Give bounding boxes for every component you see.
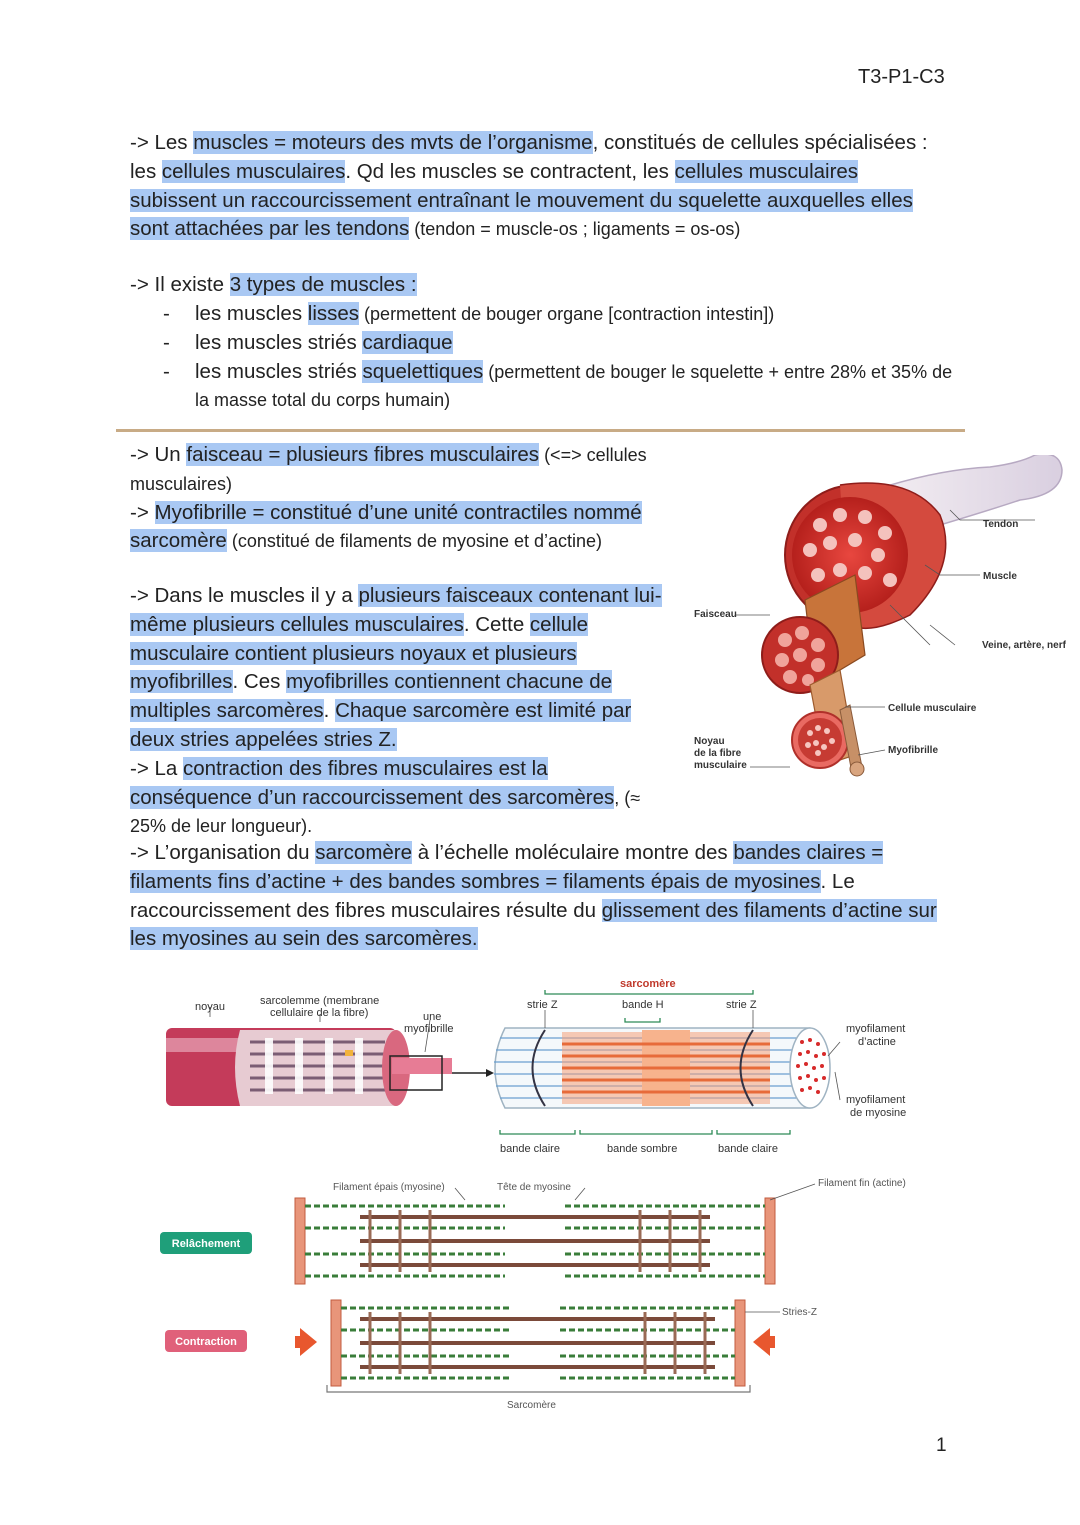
text: -> <box>130 500 155 524</box>
sliding-filament-figure: Relâchement Contraction Fil <box>160 1178 906 1411</box>
list-item: - les muscles lisses (permettent de bouge… <box>163 300 955 329</box>
text: (constitué de filaments de myosine et d’… <box>226 531 603 552</box>
myofibrille-label-2: myofibrille <box>404 1023 454 1035</box>
highlight: 3 types de muscles : <box>229 273 417 296</box>
relachement-badge <box>160 1232 252 1254</box>
sarcolemme-label-2: cellulaire de la fibre) <box>270 1007 368 1019</box>
highlight: squelettiques <box>362 359 484 383</box>
text: (permettent de bouger le squelette + ent… <box>195 361 953 411</box>
sarcomere-figure: noyau sarcolemme (membrane cellulaire de… <box>166 978 906 1155</box>
list-item: - les muscles striés cardiaque <box>163 329 955 358</box>
noyau-label-1: Noyau <box>694 736 725 747</box>
text: (permettent de bouger organe [contractio… <box>359 304 775 324</box>
actine-label-1: myofilament <box>846 1023 905 1035</box>
text: -> Dans le muscles il y a <box>130 584 359 607</box>
highlight: cellules musculaires <box>161 159 346 183</box>
text: les muscles striés <box>195 359 363 383</box>
bullet: - <box>163 330 170 354</box>
section-divider <box>116 429 965 432</box>
faisceau-paragraph: -> Un faisceau = plusieurs fibres muscul… <box>130 441 675 556</box>
document-reference: T3-P1-C3 <box>858 66 945 88</box>
organisation-paragraph: -> L’organisation du sarcomère à l’échel… <box>130 839 940 954</box>
tete-myosine-label: Tête de myosine <box>497 1182 571 1193</box>
contraction-badge <box>165 1330 247 1352</box>
sarcolemme-label-1: sarcolemme (membrane <box>260 995 379 1007</box>
text: . Le raccourcissement des fibres muscula… <box>130 869 855 922</box>
text: -> Un <box>130 443 187 466</box>
highlight: contraction des fibres musculaires est l… <box>130 756 615 809</box>
faisceau-label: Faisceau <box>694 609 737 620</box>
strie-z-left-label: strie Z <box>527 999 558 1011</box>
text: (<=> cellules musculaires) <box>130 445 647 494</box>
bullet: - <box>163 302 170 325</box>
text: (tendon = muscle-os ; ligaments = os-os) <box>409 219 741 240</box>
noyau-label-2: de la fibre <box>694 748 742 759</box>
highlight: lisses <box>307 302 360 325</box>
text: . <box>323 699 336 723</box>
text: -> Il existe <box>130 273 230 296</box>
sarcomere-bottom-label: Sarcomère <box>507 1400 556 1411</box>
tendon-label: Tendon <box>983 519 1018 530</box>
actine-label-2: d’actine <box>858 1036 896 1048</box>
myosine-label-1: myofilament <box>846 1094 905 1106</box>
filament-fin-label: Filament fin (actine) <box>818 1178 906 1189</box>
noyau-label: noyau <box>195 1001 225 1013</box>
page-number: 1 <box>936 1435 947 1456</box>
text: -> Les <box>130 131 194 154</box>
highlight: muscles = moteurs des mvts de l’organism… <box>193 131 593 154</box>
structure-paragraph: -> Dans le muscles il y a plusieurs fais… <box>130 582 670 841</box>
text: les muscles striés <box>195 330 363 354</box>
text: à l’échelle moléculaire montre des <box>412 841 734 864</box>
highlight: cardiaque <box>362 330 453 354</box>
bullet: - <box>163 359 170 383</box>
text: , (≈ 25% de leur longueur). <box>130 787 641 837</box>
text: les muscles <box>195 302 308 325</box>
text: . Cette <box>463 612 530 636</box>
bande-h-label: bande H <box>622 999 664 1011</box>
bande-claire-right-label: bande claire <box>718 1143 778 1155</box>
text: -> L’organisation du <box>130 841 316 864</box>
highlight: faisceau = plusieurs fibres musculaires <box>186 443 540 466</box>
strie-z-right-label: strie Z <box>726 999 757 1011</box>
veine-label: Veine, artère, nerf <box>982 640 1067 651</box>
contraction-label: Contraction <box>175 1336 237 1348</box>
relachement-label: Relâchement <box>172 1238 241 1250</box>
muscle-label: Muscle <box>983 571 1017 582</box>
cellule-label: Cellule musculaire <box>888 703 977 714</box>
highlight: sarcomère <box>315 841 413 864</box>
intro-paragraph: -> Les muscles = moteurs des mvts de l’o… <box>130 129 930 244</box>
myosine-label-2: de myosine <box>850 1107 906 1119</box>
text: , constitués de cellules spécialisées : … <box>130 131 928 183</box>
bande-claire-left-label: bande claire <box>500 1143 560 1155</box>
types-list: - les muscles lisses (permettent de bouge… <box>163 300 955 416</box>
list-item: - les muscles striés squelettiques (perme… <box>163 358 955 416</box>
text: . Ces <box>232 670 287 694</box>
bande-sombre-label: bande sombre <box>607 1143 677 1155</box>
sarcomere-label: sarcomère <box>620 978 676 990</box>
stries-z-label: Stries-Z <box>782 1307 817 1318</box>
noyau-label-3: musculaire <box>694 760 747 771</box>
text: . Qd les muscles se contractent, les <box>345 159 675 183</box>
myofibrille-label-1: une <box>423 1011 441 1023</box>
text: -> La <box>130 756 183 780</box>
filament-epais-label: Filament épais (myosine) <box>333 1182 445 1193</box>
muscle-anatomy-figure: Tendon Muscle Veine, artère, nerf Faisce… <box>694 455 1067 777</box>
myofibrille-label: Myofibrille <box>888 745 938 756</box>
types-intro: -> Il existe 3 types de muscles : <box>130 271 930 300</box>
